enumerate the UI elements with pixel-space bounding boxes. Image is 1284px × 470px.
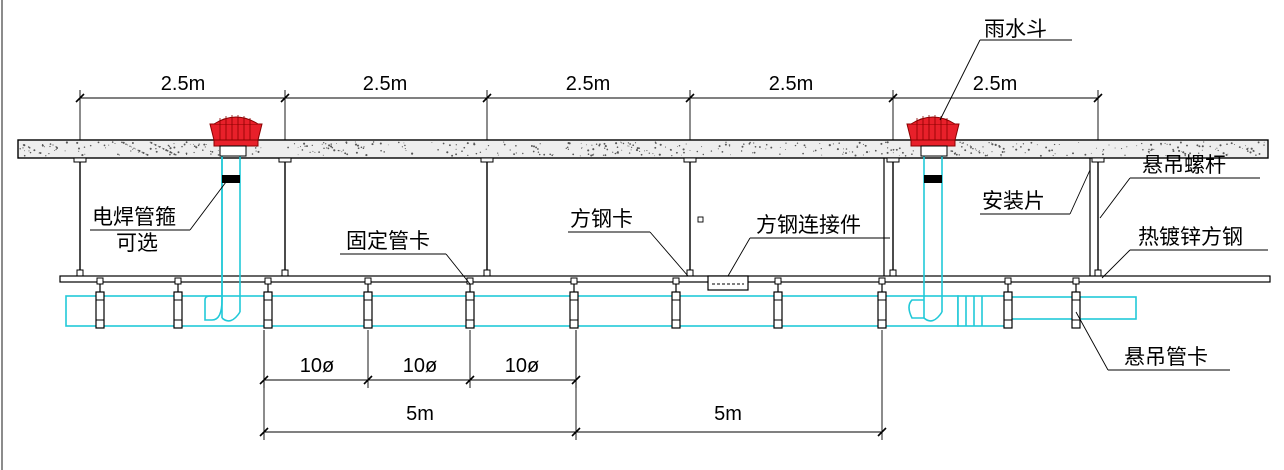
top-dimension-chain — [75, 90, 1103, 140]
hanger-rods — [73, 157, 1105, 277]
label-weld-hoop-2: 可选 — [116, 231, 158, 255]
vertical-pipe-right — [908, 156, 943, 322]
marker-square — [697, 216, 704, 223]
top-dimension-2: 2.5m — [363, 73, 407, 95]
galvanized-steel-bar — [59, 275, 1271, 283]
label-galvanized-steel: 热镀锌方钢 — [1138, 225, 1243, 249]
top-dimension-3: 2.5m — [566, 73, 610, 95]
pipe-clamps — [95, 277, 1081, 329]
weld-hoop-band-left — [222, 175, 240, 183]
label-square-steel-connector: 方钢连接件 — [756, 213, 861, 237]
rain-hopper-right — [906, 115, 960, 157]
label-square-steel-clamp: 方钢卡 — [570, 207, 633, 231]
label-mounting-plate: 安装片 — [982, 189, 1045, 213]
leader-lines — [90, 39, 1268, 371]
weld-hoop-band-right — [924, 175, 942, 183]
bottom-large-dimension-1: 5m — [406, 403, 434, 425]
bottom-small-dimension-3: 10ø — [505, 355, 539, 377]
label-fixed-clamp: 固定管卡 — [346, 229, 430, 253]
top-dimension-4: 2.5m — [769, 73, 813, 95]
bottom-large-dimension-2: 5m — [714, 403, 742, 425]
vertical-pipe-left — [204, 156, 241, 322]
square-steel-connector — [707, 275, 749, 291]
label-hanger-rod: 悬吊螺杆 — [1142, 153, 1226, 177]
horizontal-pipe — [65, 295, 1137, 327]
bottom-small-dimension-1: 10ø — [300, 355, 334, 377]
bottom-small-dimension-2: 10ø — [403, 355, 437, 377]
label-weld-hoop-1: 电焊管箍 — [92, 205, 176, 229]
top-dimension-5: 2.5m — [973, 73, 1017, 95]
bottom-extension-lines — [259, 330, 887, 440]
concrete-slab — [17, 139, 1269, 159]
top-dimension-1: 2.5m — [161, 73, 205, 95]
label-rain-hopper: 雨水斗 — [984, 17, 1047, 41]
label-hanger-clamp: 悬吊管卡 — [1124, 345, 1208, 369]
rain-hopper-left — [209, 115, 263, 157]
